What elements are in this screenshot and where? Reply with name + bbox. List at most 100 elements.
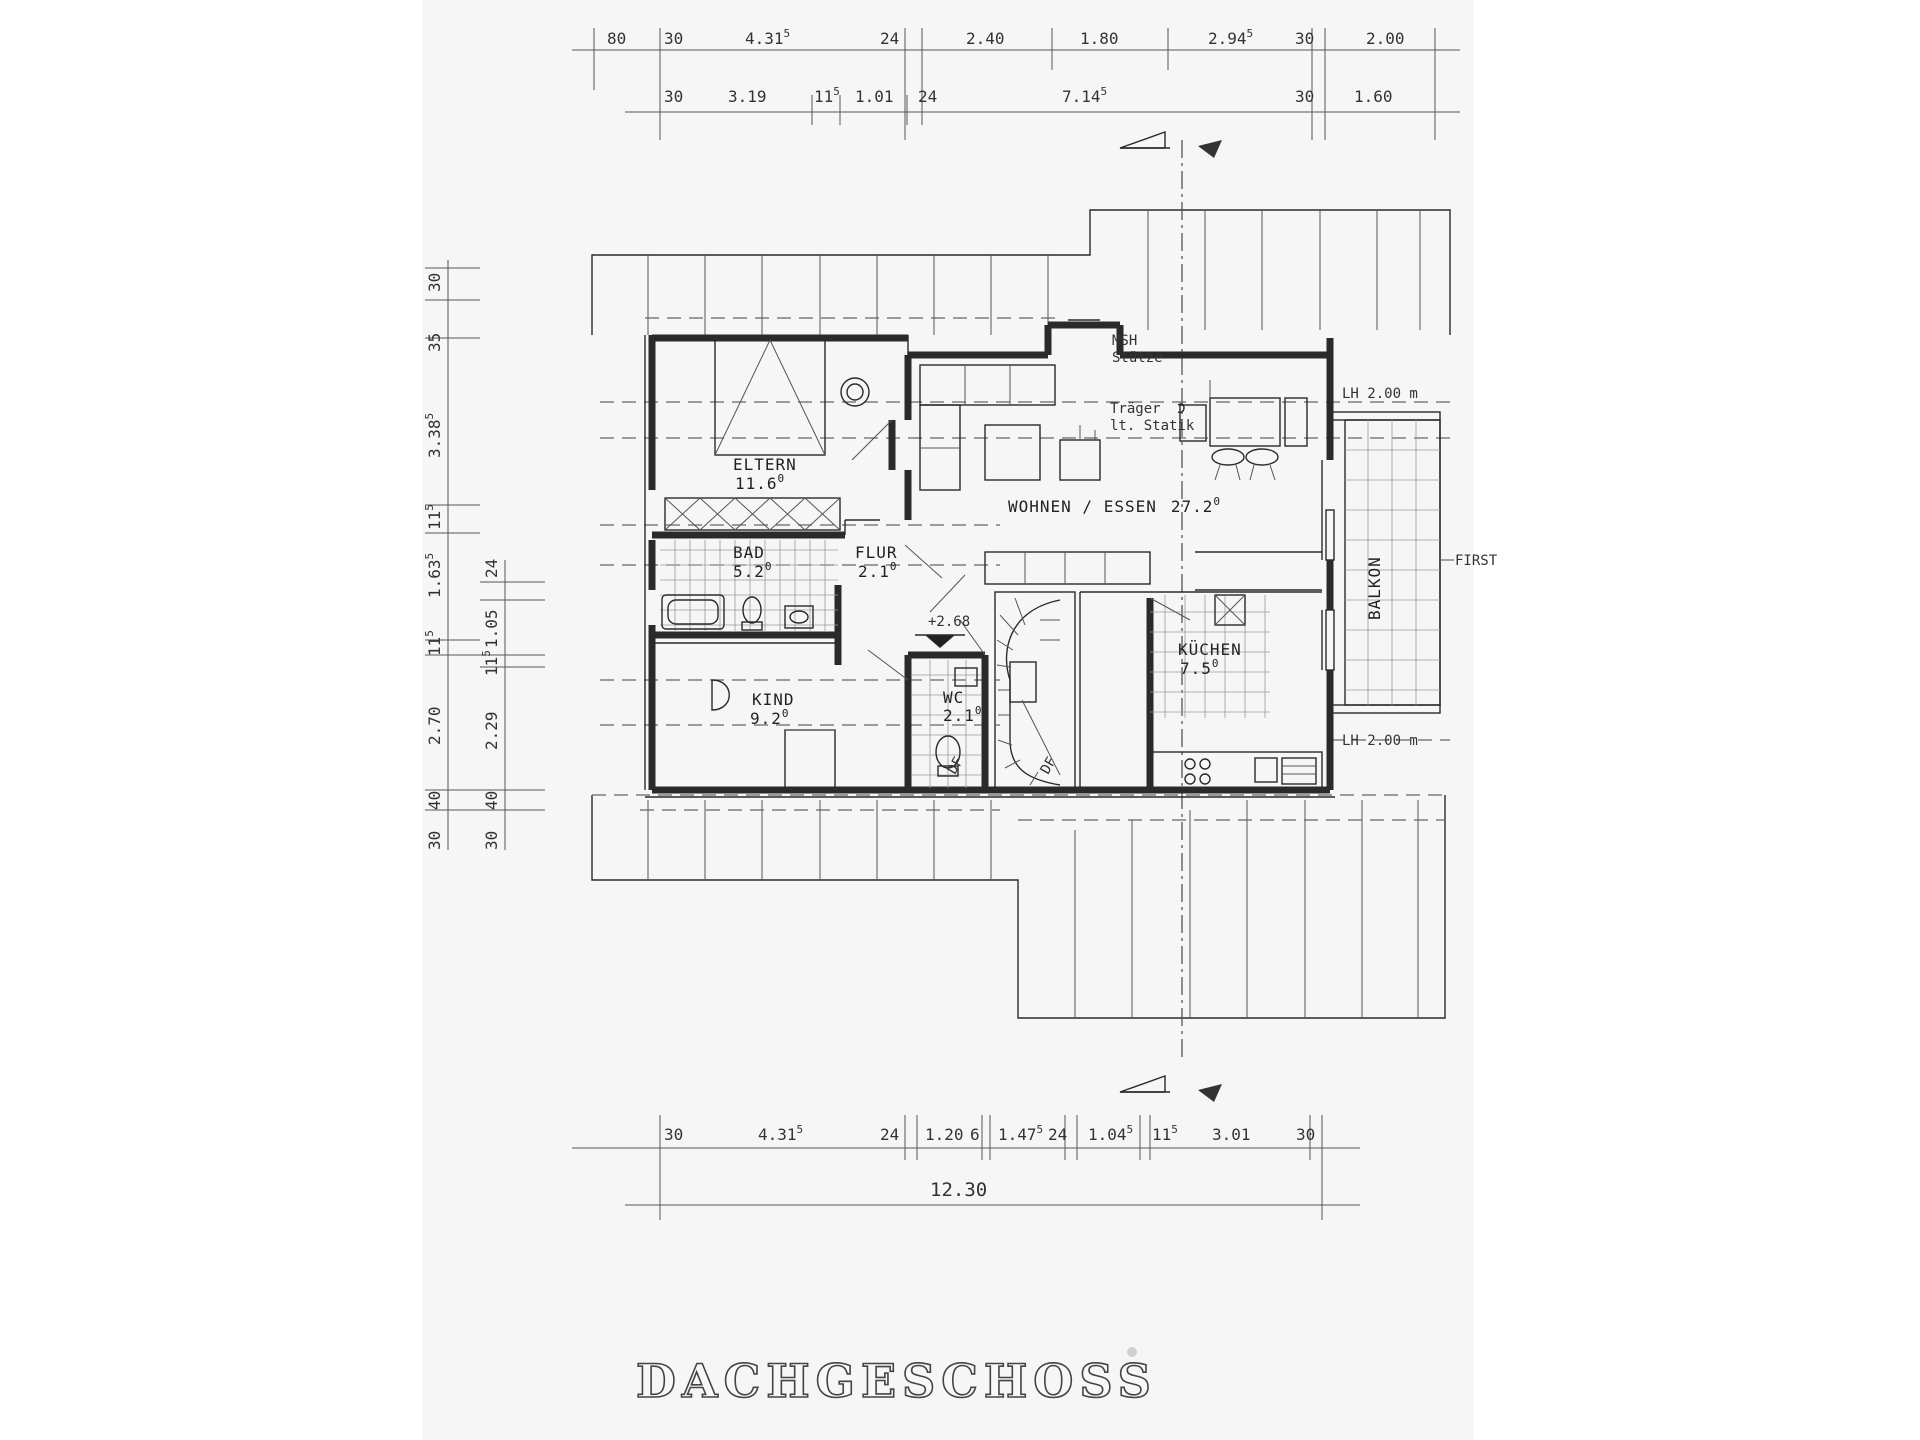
dim-left-5: 1.635 <box>423 553 444 598</box>
level-marker: +2.68 <box>915 614 970 648</box>
dim-top2-8: 1.60 <box>1354 87 1393 106</box>
room-bad-area: 5.20 <box>733 560 773 581</box>
note-first: FIRST <box>1455 553 1498 569</box>
dim-left-inner-1: 24 <box>482 559 501 578</box>
room-flur-area: 2.10 <box>858 560 898 581</box>
dim-top-8: 30 <box>1295 29 1314 48</box>
roof-panels-bottom <box>591 794 1446 1019</box>
dim-top2-6: 7.145 <box>1062 85 1107 106</box>
dining-table <box>1179 397 1308 481</box>
dim-left-8: 40 <box>425 791 444 810</box>
room-bad-name: BAD <box>733 543 765 562</box>
dim-top-7: 2.945 <box>1208 27 1253 48</box>
dim-left-3: 3.385 <box>423 413 444 458</box>
room-kuechen-area: 7.50 <box>1180 657 1220 678</box>
dim-bottom-11: 30 <box>1296 1125 1315 1144</box>
kind-furniture <box>711 679 836 791</box>
kitchen-tiles <box>1150 595 1270 718</box>
drawing-title: DACHGESCHOSS <box>636 1354 1157 1408</box>
bathroom-fixtures <box>741 596 814 631</box>
annotations: MSH Stütze Träger lt. Statik LH 2.00 m L… <box>945 333 1498 777</box>
armchair <box>1059 425 1101 481</box>
dim-left-9: 30 <box>425 831 444 850</box>
dim-top2-3: 115 <box>814 85 840 106</box>
dim-left-inner-4: 2.29 <box>482 711 501 750</box>
wc-toilet <box>935 667 978 777</box>
dim-left-inner-3: 115 <box>480 650 501 676</box>
level-value: +2.68 <box>928 614 970 630</box>
room-kind-name: KIND <box>752 690 795 709</box>
bottom-dimension-chain: 30 4.315 24 1.20 6 1.475 24 1.045 115 3.… <box>572 1115 1360 1220</box>
wardrobe <box>664 497 841 531</box>
dim-bottom-9: 115 <box>1152 1123 1178 1144</box>
room-kuechen-name: KÜCHEN <box>1178 640 1242 659</box>
dim-top2-5: 24 <box>918 87 937 106</box>
dim-left-7: 2.70 <box>425 706 444 745</box>
dim-bottom-6: 1.475 <box>998 1123 1043 1144</box>
left-dimension-chain: 30 35 3.385 115 1.635 115 2.70 40 30 24 … <box>423 260 545 850</box>
balcony <box>1329 411 1441 714</box>
dim-top-2: 30 <box>664 29 683 48</box>
note-statik: lt. Statik <box>1110 418 1195 434</box>
dim-bottom-10: 3.01 <box>1212 1125 1251 1144</box>
note-wc-df: DF <box>945 754 967 777</box>
dim-top2-2: 3.19 <box>728 87 767 106</box>
sofa <box>919 364 1056 491</box>
room-eltern-area: 11.60 <box>735 472 785 493</box>
dim-bottom-2: 4.315 <box>758 1123 803 1144</box>
note-stuetze: Stütze <box>1112 350 1163 366</box>
section-arrow-icon <box>1198 140 1222 158</box>
sideboard <box>984 551 1151 585</box>
room-flur-name: FLUR <box>855 543 898 562</box>
dim-bottom-1: 30 <box>664 1125 683 1144</box>
top-dimension-chain: 80 30 4.315 24 2.40 1.80 2.945 30 2.00 3… <box>572 27 1460 140</box>
dim-left-6: 115 <box>423 630 444 656</box>
dim-left-inner-6: 30 <box>482 831 501 850</box>
note-lh-top: LH 2.00 m <box>1342 386 1418 402</box>
dim-bottom-4: 1.20 <box>925 1125 964 1144</box>
room-balkon-name: BALKON <box>1365 556 1384 620</box>
dim-top-9: 2.00 <box>1366 29 1405 48</box>
dim-bottom-3: 24 <box>880 1125 899 1144</box>
dim-top-3: 4.315 <box>745 27 790 48</box>
dim-top-5: 2.40 <box>966 29 1005 48</box>
staircase <box>994 591 1076 791</box>
dim-left-inner-2: 1.05 <box>482 609 501 648</box>
room-eltern-name: ELTERN <box>733 455 797 474</box>
dim-bottom-8: 1.045 <box>1088 1123 1133 1144</box>
note-traeger: Träger <box>1110 401 1161 417</box>
dim-top2-7: 30 <box>1295 87 1314 106</box>
dim-left-2: 35 <box>425 333 444 352</box>
knee-wall-lines <box>600 317 1450 811</box>
roof-panels-top <box>591 209 1451 335</box>
hole-punch-mark <box>1127 1347 1137 1357</box>
room-labels: ELTERN 11.60 BAD 5.20 FLUR 2.10 KIND 9.2… <box>733 455 1384 728</box>
room-kind-area: 9.20 <box>750 707 790 728</box>
dim-bottom-total: 12.30 <box>930 1179 987 1201</box>
dim-top2-4: 1.01 <box>855 87 894 106</box>
room-wc-name: WC <box>943 688 964 707</box>
section-axis <box>1119 131 1222 1102</box>
note-lh-bottom: LH 2.00 m <box>1342 733 1418 749</box>
note-msh: MSH <box>1112 333 1137 349</box>
dim-left-inner-5: 40 <box>482 791 501 810</box>
dim-top-4: 24 <box>880 29 899 48</box>
section-arrow-icon <box>1198 1084 1222 1102</box>
coffee-table <box>984 424 1041 481</box>
room-wc-area: 2.10 <box>943 704 983 725</box>
dim-left-1: 30 <box>425 273 444 292</box>
dim-left-4: 115 <box>423 504 444 530</box>
dim-bottom-7: 24 <box>1048 1125 1067 1144</box>
interior-walls <box>652 355 1322 790</box>
dim-bottom-5: 6 <box>970 1125 980 1144</box>
dim-top2-1: 30 <box>664 87 683 106</box>
windows <box>1177 380 1335 671</box>
note-stair-df: DF <box>1038 754 1060 777</box>
dim-top-1: 80 <box>607 29 626 48</box>
kitchen-counter <box>1149 594 1323 791</box>
bathtub <box>661 594 725 630</box>
bathroom-tiles <box>660 540 838 632</box>
